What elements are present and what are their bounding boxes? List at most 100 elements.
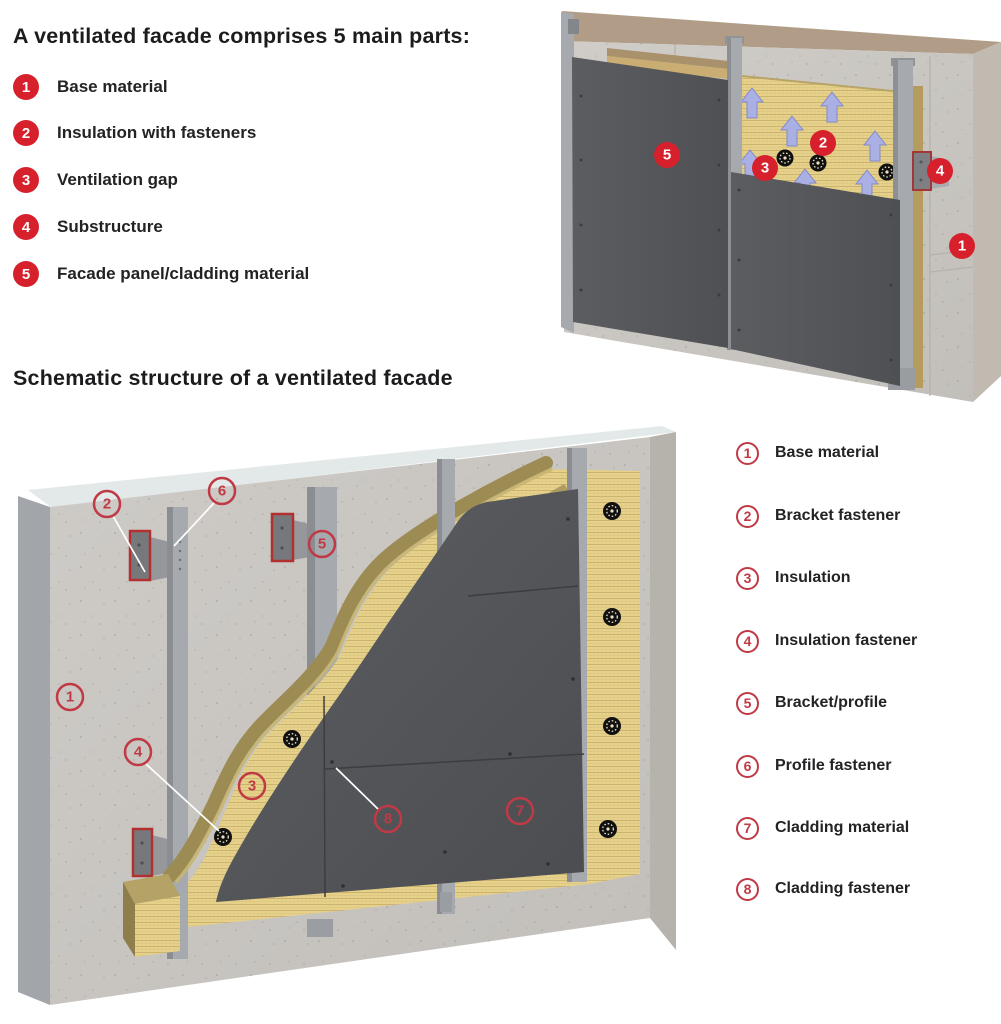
leader-lines [112,502,380,832]
schematic-title-text: Schematic structure of a ventilated faca… [13,366,453,390]
wall-top-face [28,426,676,508]
numbered-ring-badge-icon: 7 [736,816,759,840]
intro-item-label: Facade panel/cladding material [57,264,310,283]
legend-item-base-material: 1 Base material [736,441,879,465]
insulation-block [123,874,180,957]
intro-item-label: Ventilation gap [57,170,178,189]
callout-4: 4 [123,737,153,767]
numbered-badge-icon: 1 [13,74,39,100]
legend-item-insulation: 3 Insulation [736,566,851,590]
svg-text:4: 4 [134,744,143,761]
intro-item-base-material: 1 Base material [13,74,168,100]
numbered-ring-badge-icon: 3 [736,566,759,590]
legend-item-label: Bracket fastener [775,507,901,524]
svg-text:1: 1 [958,238,966,255]
insulation-fasteners [776,149,896,181]
callout-6: 6 [207,476,237,506]
legend-item-label: Insulation [775,569,851,586]
ventilation-arrow-icon [862,130,888,162]
insulation-fastener-icon [603,717,621,735]
callout-7: 7 [505,796,535,826]
numbered-ring-badge-icon: 6 [736,754,759,778]
insulation-curled-edge [163,456,553,883]
numbered-ring-badge-icon: 1 [736,441,759,465]
facade-overview-illustration: 5 3 2 4 1 [561,11,1001,402]
bracket-lower-left [131,827,171,878]
insulation-top-edge [607,48,738,80]
svg-text:3: 3 [761,160,769,177]
callout-2: 2 [810,130,836,156]
intro-item-insulation: 2 Insulation with fasteners [13,120,256,146]
callout-3: 3 [752,155,778,181]
legend-item-label: Bracket/profile [775,694,888,711]
svg-text:7: 7 [516,803,524,820]
numbered-ring-badge-icon: 8 [736,877,759,901]
insulation-layer [741,75,896,205]
insulation-fastener-icon [776,149,794,167]
wall-right-face [973,42,1001,402]
bracket-fastener-plate [128,529,152,582]
vertical-profile-stub [307,919,333,937]
wall-left-edge-profile [561,12,574,333]
vertical-profile-stub [440,892,452,912]
legend-item-label: Profile fastener [775,757,892,774]
intro-item-facade-panel: 5 Facade panel/cladding material [13,261,309,287]
callout-1: 1 [949,233,975,259]
ventilation-arrow-icon [742,87,765,119]
legend-item-profile-fastener: 6 Profile fastener [736,754,891,778]
leader-line-6 [173,502,215,547]
insulation-fasteners [214,502,621,846]
wall-top-face [562,11,1001,54]
svg-text:6: 6 [218,483,226,500]
svg-text:4: 4 [936,163,945,180]
panel-screws [330,517,575,888]
numbered-ring-badge-icon: 5 [736,691,759,715]
ventilation-arrow-icon [819,91,845,123]
numbered-ring-badge-icon: 4 [736,629,759,653]
insulation-fastener-icon [214,828,232,846]
legend-item-label: Cladding material [775,819,910,836]
legend-item-label: Cladding fastener [775,880,911,897]
callout-8: 8 [373,804,403,834]
numbered-badge-icon: 2 [13,120,39,146]
panel-seams [323,585,585,898]
intro-item-ventilation-gap: 3 Ventilation gap [13,167,178,193]
legend-item-bracket-fastener: 2 Bracket fastener [736,504,900,528]
panel-screws [737,188,893,362]
legend-item-insulation-fastener: 4 Insulation fastener [736,629,917,653]
svg-text:5: 5 [663,147,671,164]
callout-4: 4 [927,158,953,184]
bracket-fastener-plate [270,512,295,563]
leader-line-2 [112,515,146,573]
intro-title-text: A ventilated facade comprises 5 main par… [13,24,471,48]
intro-item-label: Insulation with fasteners [57,123,257,142]
bracket-fastener-plate [131,827,154,878]
intro-item-label: Base material [57,77,168,96]
callout-5: 5 [307,529,337,559]
svg-text:8: 8 [384,811,392,828]
facade-panel-left [572,57,728,348]
callout-1: 1 [55,682,85,712]
intro-title: A ventilated facade comprises 5 main par… [13,24,470,49]
callout-2: 2 [92,489,122,519]
callout-3: 3 [237,771,267,801]
insulation-fastener-icon [603,608,621,626]
legend-item-cladding-material: 7 Cladding material [736,816,909,840]
legend-item-bracket-profile: 5 Bracket/profile [736,691,887,715]
bracket-right [270,512,310,563]
svg-text:1: 1 [66,689,74,706]
numbered-badge-icon: 3 [13,167,39,193]
numbered-badge-icon: 5 [13,261,39,287]
insulation-fastener-icon [878,163,896,181]
numbered-badge-icon: 4 [13,214,39,240]
ventilation-arrows [742,87,888,201]
legend-item-cladding-fastener: 8 Cladding fastener [736,877,910,901]
panel-screws [579,94,721,297]
insulation-fastener-icon [603,502,621,520]
intro-item-substructure: 4 Substructure [13,214,163,240]
insulation-fastener-icon [599,820,617,838]
leader-line-8 [335,767,380,811]
facade-schematic-illustration: 2 6 5 1 4 3 8 7 [18,426,676,1005]
bracket-upper-left [128,529,170,582]
svg-text:3: 3 [248,778,256,795]
